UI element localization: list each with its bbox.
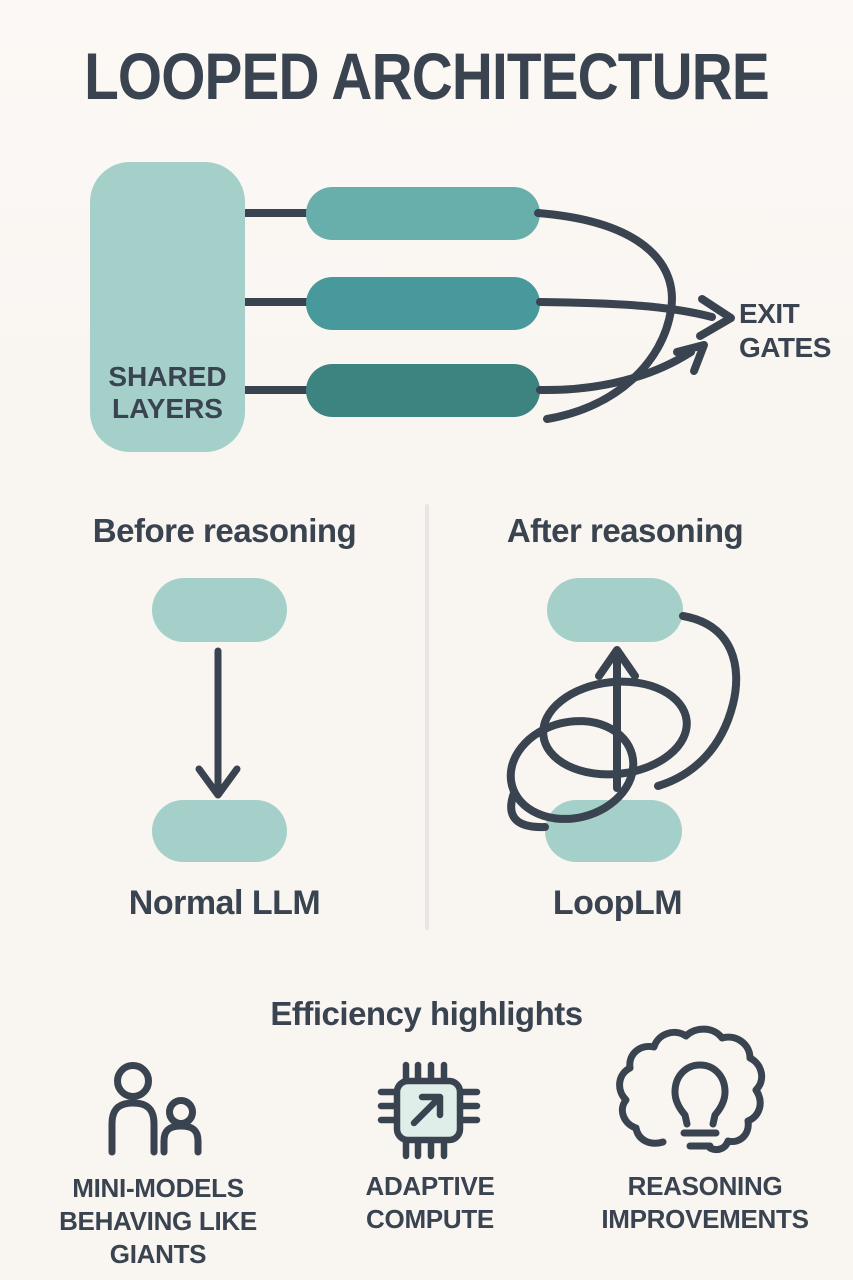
after-output-pill xyxy=(547,578,683,642)
comparison-diagram xyxy=(152,504,741,930)
efficiency-highlights-heading: Efficiency highlights xyxy=(270,995,583,1032)
chip-icon xyxy=(377,1061,481,1160)
shared-layers-block xyxy=(90,162,245,452)
layer-pill-2 xyxy=(306,277,540,330)
exit-gates-label: EXIT GATES xyxy=(739,297,853,365)
people-icon xyxy=(108,1062,202,1156)
highlight-label-line: ADAPTIVE xyxy=(365,1171,495,1201)
shared-layers-label: SHARED LAYERS xyxy=(90,361,245,425)
after-reasoning-heading: After reasoning xyxy=(506,512,744,549)
lightbulb-cloud-icon xyxy=(616,1025,766,1154)
highlight-label-line: COMPUTE xyxy=(366,1204,494,1234)
after-input-pill xyxy=(545,800,682,862)
layer-pill-3 xyxy=(306,364,540,417)
exit-curve xyxy=(536,348,695,395)
before-output-pill xyxy=(152,800,287,862)
highlight-label-mini-models: MINI-MODELS BEHAVING LIKE GIANTS xyxy=(28,1172,288,1271)
shared-layers-diagram xyxy=(90,162,735,452)
highlight-label-line: GIANTS xyxy=(109,1239,207,1269)
exit-gates-line-2: GATES xyxy=(739,332,831,363)
highlight-label-line: MINI-MODELS xyxy=(72,1173,244,1203)
exit-arrowhead-2-icon xyxy=(673,341,708,375)
highlight-label-reasoning-improvements: REASONING IMPROVEMENTS xyxy=(575,1170,835,1236)
up-right-arrow-icon xyxy=(410,1093,444,1127)
highlight-label-adaptive-compute: ADAPTIVE COMPUTE xyxy=(320,1170,540,1236)
exit-gates-line-1: EXIT xyxy=(739,298,800,329)
exit-arrowhead-icon xyxy=(696,295,735,340)
layer-pill-1 xyxy=(306,187,540,240)
exit-line xyxy=(536,298,716,321)
page-title: LOOPED ARCHITECTURE xyxy=(84,39,770,113)
looplm-caption: LoopLM xyxy=(552,884,683,922)
before-reasoning-heading: Before reasoning xyxy=(92,512,357,549)
highlight-label-line: BEHAVING LIKE xyxy=(59,1206,257,1236)
before-input-pill xyxy=(152,578,287,642)
loop-arrow-icon xyxy=(506,612,741,832)
normal-llm-caption: Normal LLM xyxy=(128,884,321,922)
down-arrow-icon xyxy=(195,647,241,799)
highlight-label-line: REASONING xyxy=(627,1171,783,1201)
shared-layers-line-1: SHARED xyxy=(108,361,227,392)
shared-layers-line-2: LAYERS xyxy=(111,393,223,424)
highlight-label-line: IMPROVEMENTS xyxy=(601,1204,809,1234)
